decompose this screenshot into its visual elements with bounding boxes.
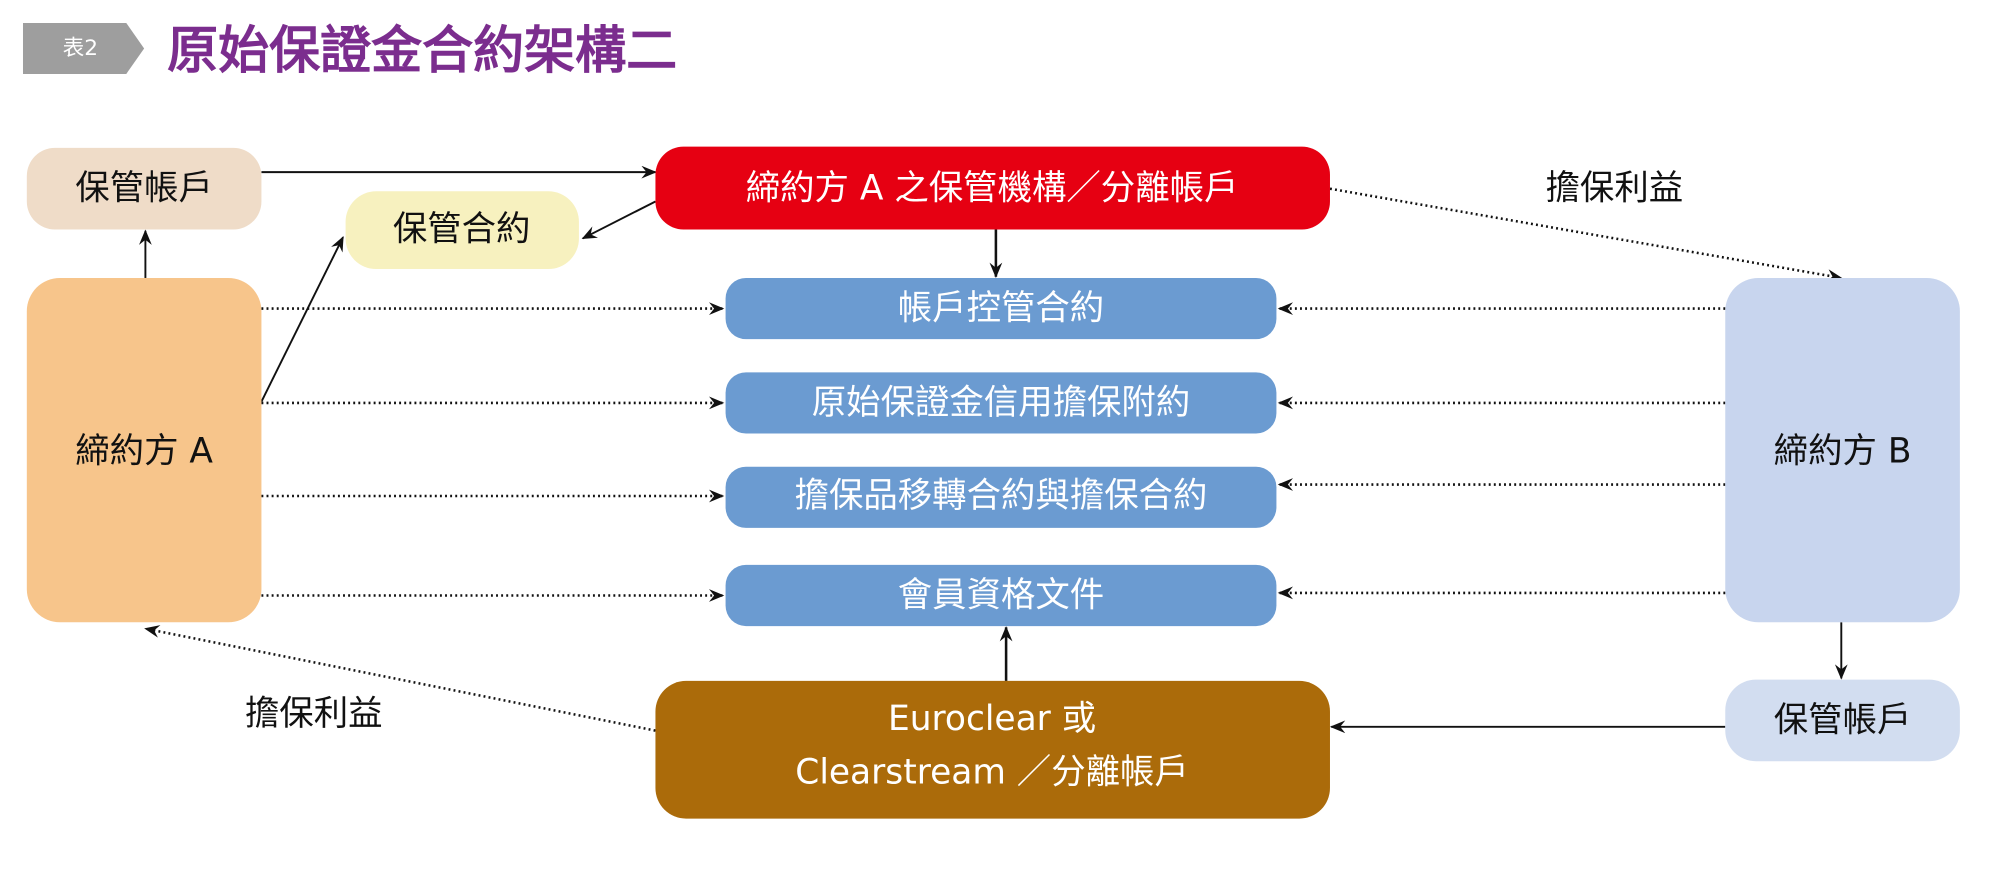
node-label: 擔保品移轉合約與擔保合約 (795, 476, 1208, 516)
node-membership-docs: 會員資格文件 (725, 564, 1277, 627)
node-account-control: 帳戶控管合約 (725, 277, 1277, 340)
header: 表2 原始保證金合約架構二 (22, 21, 677, 81)
node-custody-account-b: 保管帳戶 (1725, 679, 1960, 762)
arrow-custodian-to-contract (581, 200, 656, 240)
node-party-a: 締約方 A (26, 277, 262, 623)
node-label: 締約方 B (1774, 431, 1912, 471)
node-custody-account-a: 保管帳戶 (26, 147, 262, 230)
node-label: 保管合約 (393, 210, 531, 250)
node-label: 保管帳戶 (1774, 700, 1912, 740)
connectors (139, 165, 1848, 734)
node-custody-contract: 保管合約 (345, 191, 579, 270)
page-title: 原始保證金合約架構二 (167, 21, 677, 81)
table-tag-label: 表2 (63, 36, 98, 61)
arrow-partya-to-contract (260, 236, 344, 403)
node-label: 會員資格文件 (898, 575, 1104, 615)
node-party-b: 締約方 B (1725, 277, 1960, 623)
node-label: 締約方 A 之保管機構／分離帳戶 (746, 169, 1239, 209)
node-label: 帳戶控管合約 (898, 289, 1104, 329)
dotted-euroclear-to-partya (144, 625, 656, 732)
label-security-interest-top: 擔保利益 (1546, 169, 1684, 209)
node-label: 保管帳戶 (75, 169, 213, 209)
node-party-a-custodian: 締約方 A 之保管機構／分離帳戶 (655, 146, 1330, 230)
node-label: 原始保證金信用擔保附約 (812, 383, 1190, 423)
table-tag (22, 22, 145, 74)
node-collateral-transfer: 擔保品移轉合約與擔保合約 (725, 466, 1277, 528)
node-credit-support-annex: 原始保證金信用擔保附約 (725, 372, 1277, 434)
node-euroclear: Euroclear 或 Clearstream ／分離帳戶 (655, 680, 1330, 819)
label-security-interest-bottom: 擔保利益 (245, 694, 383, 734)
node-label-line1: Euroclear 或 (888, 699, 1096, 739)
node-label-line2: Clearstream ／分離帳戶 (795, 753, 1189, 793)
node-label: 締約方 A (75, 431, 213, 471)
